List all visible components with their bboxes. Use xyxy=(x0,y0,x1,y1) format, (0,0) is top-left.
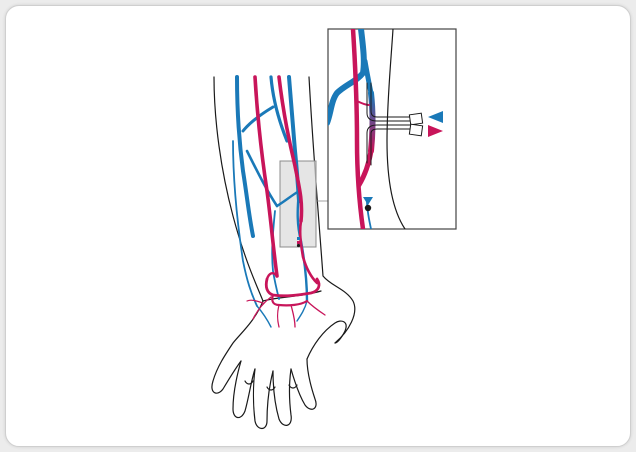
illustration-card xyxy=(5,5,631,447)
puncture-dot xyxy=(365,205,371,211)
arterial-connector xyxy=(409,124,422,136)
needle-marker-small xyxy=(297,237,300,247)
av-fistula-illustration xyxy=(6,6,630,446)
venous-connector xyxy=(409,113,422,125)
inset-detail xyxy=(327,29,456,229)
